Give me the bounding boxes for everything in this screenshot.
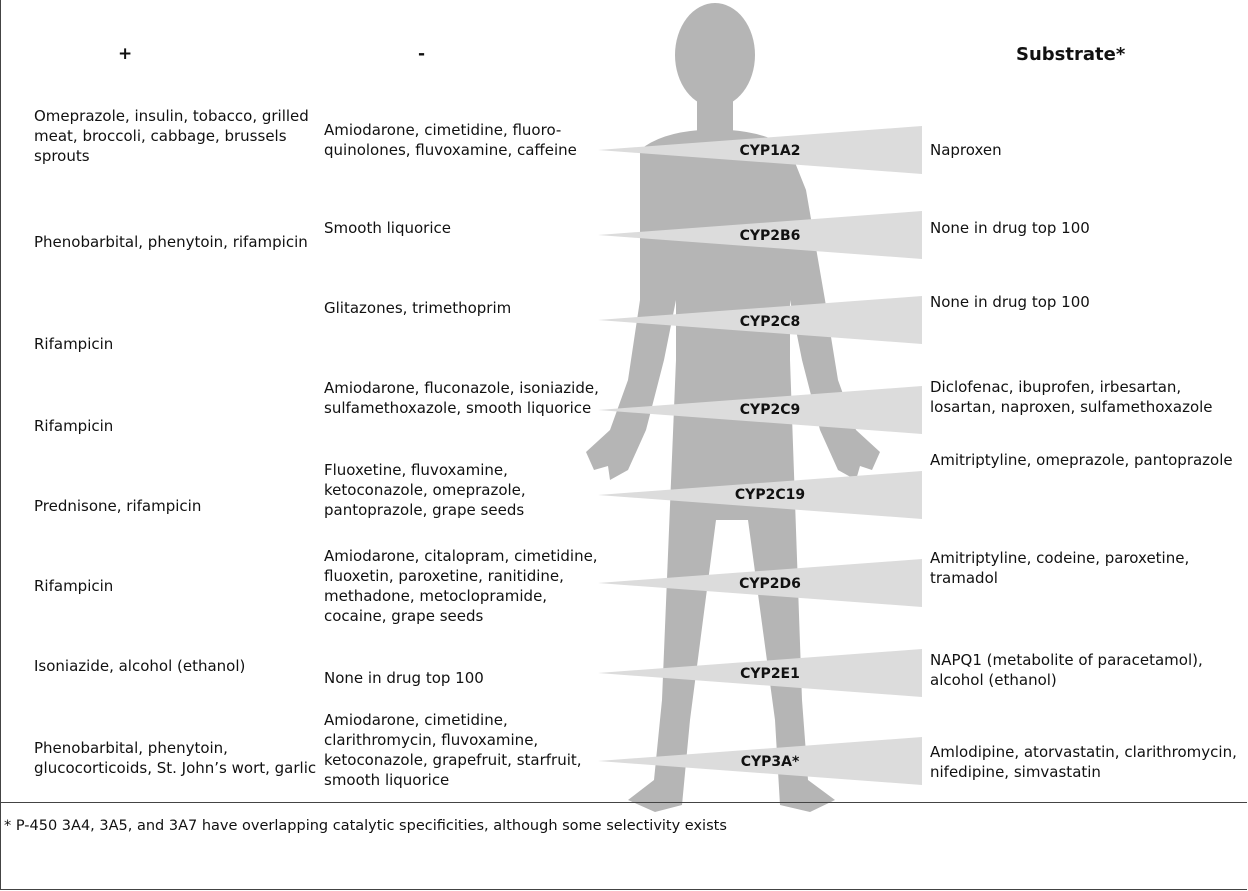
inducers-header: + (118, 44, 132, 64)
row-cyp2c8-inducers: Rifampicin (34, 334, 319, 354)
row-cyp2c19-substrates: Amitriptyline, omeprazole, pantoprazole (930, 450, 1245, 470)
row-cyp2c9-substrates: Diclofenac, ibuprofen, irbesartan, losar… (930, 377, 1245, 417)
row-cyp2c19-inhibitors: Fluoxetine, fluvoxamine, ketoconazole, o… (324, 460, 614, 520)
row-cyp2c19-inducers: Prednisone, rifampicin (34, 496, 319, 516)
substrate-header: Substrate* (1016, 44, 1125, 65)
row-cyp2c9-inducers: Rifampicin (34, 416, 319, 436)
row-cyp2d6-inhibitors: Amiodarone, citalopram, cimetidine, fluo… (324, 546, 614, 626)
footnote: * P-450 3A4, 3A5, and 3A7 have overlappi… (4, 818, 727, 834)
row-cyp2b6-enzyme: CYP2B6 (715, 228, 825, 244)
row-cyp2c9-inhibitors: Amiodarone, fluconazole, isoniazide, sul… (324, 378, 614, 418)
row-cyp3a-inducers: Phenobarbital, phenytoin, glucocorticoid… (34, 738, 319, 778)
footnote-separator (0, 802, 1247, 803)
row-cyp1a2-enzyme: CYP1A2 (715, 143, 825, 159)
row-cyp2e1-inducers: Isoniazide, alcohol (ethanol) (34, 656, 319, 676)
row-cyp2b6-inducers: Phenobarbital, phenytoin, rifampicin (34, 232, 319, 252)
row-cyp3a-substrates: Amlodipine, atorvastatin, clarithromycin… (930, 742, 1245, 782)
row-cyp2c8-inhibitors: Glitazones, trimethoprim (324, 298, 614, 318)
row-cyp1a2-inducers: Omeprazole, insulin, tobacco, grilled me… (34, 106, 319, 166)
row-cyp2e1-inhibitors: None in drug top 100 (324, 668, 614, 688)
inhibitors-header: - (418, 44, 425, 64)
row-cyp1a2-substrates: Naproxen (930, 140, 1245, 160)
row-cyp2c19-enzyme: CYP2C19 (715, 487, 825, 503)
row-cyp2c8-enzyme: CYP2C8 (715, 314, 825, 330)
row-cyp1a2-inhibitors: Amiodarone, cimetidine, fluoro-quinolone… (324, 120, 614, 160)
row-cyp3a-enzyme: CYP3A* (715, 754, 825, 770)
row-cyp2b6-substrates: None in drug top 100 (930, 218, 1245, 238)
row-cyp2b6-inhibitors: Smooth liquorice (324, 218, 614, 238)
row-cyp2e1-substrates: NAPQ1 (metabolite of paracetamol), alcoh… (930, 650, 1245, 690)
row-cyp2c8-substrates: None in drug top 100 (930, 292, 1245, 312)
row-cyp2d6-substrates: Amitriptyline, codeine, paroxetine, tram… (930, 548, 1245, 588)
row-cyp3a-inhibitors: Amiodarone, cimetidine, clarithromycin, … (324, 710, 614, 790)
row-cyp2e1-enzyme: CYP2E1 (715, 666, 825, 682)
row-cyp2d6-inducers: Rifampicin (34, 576, 319, 596)
row-cyp2d6-enzyme: CYP2D6 (715, 576, 825, 592)
row-cyp2c9-enzyme: CYP2C9 (715, 402, 825, 418)
